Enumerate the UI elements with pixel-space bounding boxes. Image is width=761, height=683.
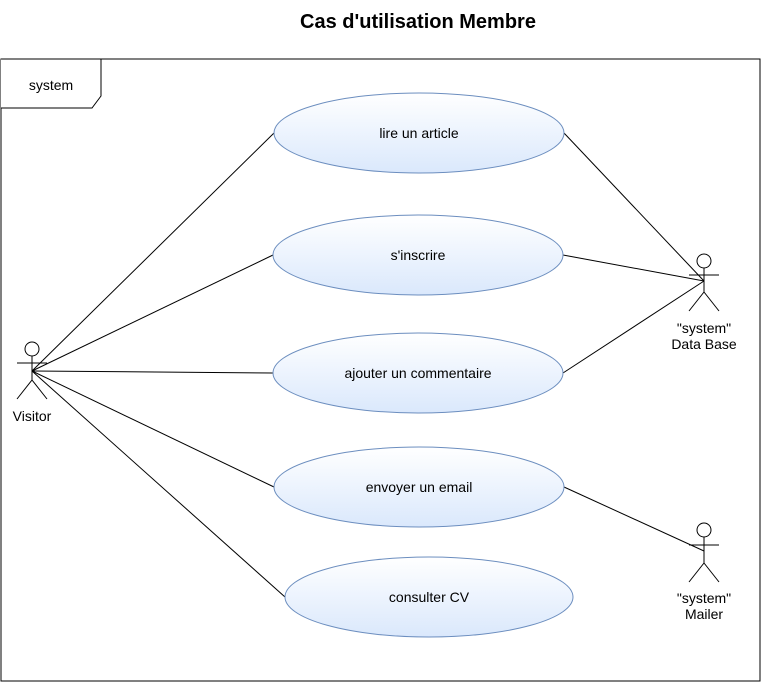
- association-visitor-consulter-cv: [31, 370, 286, 598]
- association-visitor-ajouter-commentaire: [31, 370, 274, 374]
- use-case-label: envoyer un email: [366, 479, 473, 495]
- stick-figure-icon: [688, 253, 720, 312]
- actor-stereotype: "system": [677, 590, 731, 606]
- actor-database[interactable]: "system" Data Base: [671, 253, 737, 352]
- actor-visitor[interactable]: Visitor: [13, 341, 52, 424]
- actor-name: Data Base: [671, 336, 737, 352]
- system-frame-label: system: [29, 77, 73, 93]
- use-case-envoyer-email[interactable]: envoyer un email: [273, 446, 565, 528]
- association-visitor-sinscrire: [31, 254, 274, 372]
- use-case-label: lire un article: [379, 125, 459, 141]
- diagram-title: Cas d'utilisation Membre: [300, 11, 536, 33]
- use-case-label: ajouter un commentaire: [344, 365, 491, 381]
- use-case-label: consulter CV: [389, 589, 470, 605]
- actor-name: Mailer: [685, 606, 723, 622]
- actor-mailer[interactable]: "system" Mailer: [677, 522, 731, 622]
- actor-name: Visitor: [13, 408, 52, 424]
- stick-figure-icon: [688, 522, 720, 583]
- use-case-lire-article[interactable]: lire un article: [273, 92, 565, 174]
- association-envoyer-email-mailer: [563, 486, 705, 552]
- use-case-ajouter-commentaire[interactable]: ajouter un commentaire: [272, 332, 564, 414]
- frame-label-tab: [1, 58, 102, 109]
- use-case-sinscrire[interactable]: s'inscrire: [272, 214, 564, 296]
- use-case-label: s'inscrire: [391, 247, 446, 263]
- association-visitor-envoyer-email: [31, 370, 275, 488]
- association-visitor-lire-article: [31, 132, 275, 372]
- association-sinscrire-database: [562, 254, 705, 282]
- stick-figure-icon: [16, 341, 48, 400]
- use-case-consulter-cv[interactable]: consulter CV: [284, 556, 574, 638]
- actor-stereotype: "system": [677, 320, 731, 336]
- association-ajouter-commentaire-database: [562, 280, 705, 374]
- associations: [31, 132, 705, 598]
- association-lire-article-database: [563, 132, 705, 282]
